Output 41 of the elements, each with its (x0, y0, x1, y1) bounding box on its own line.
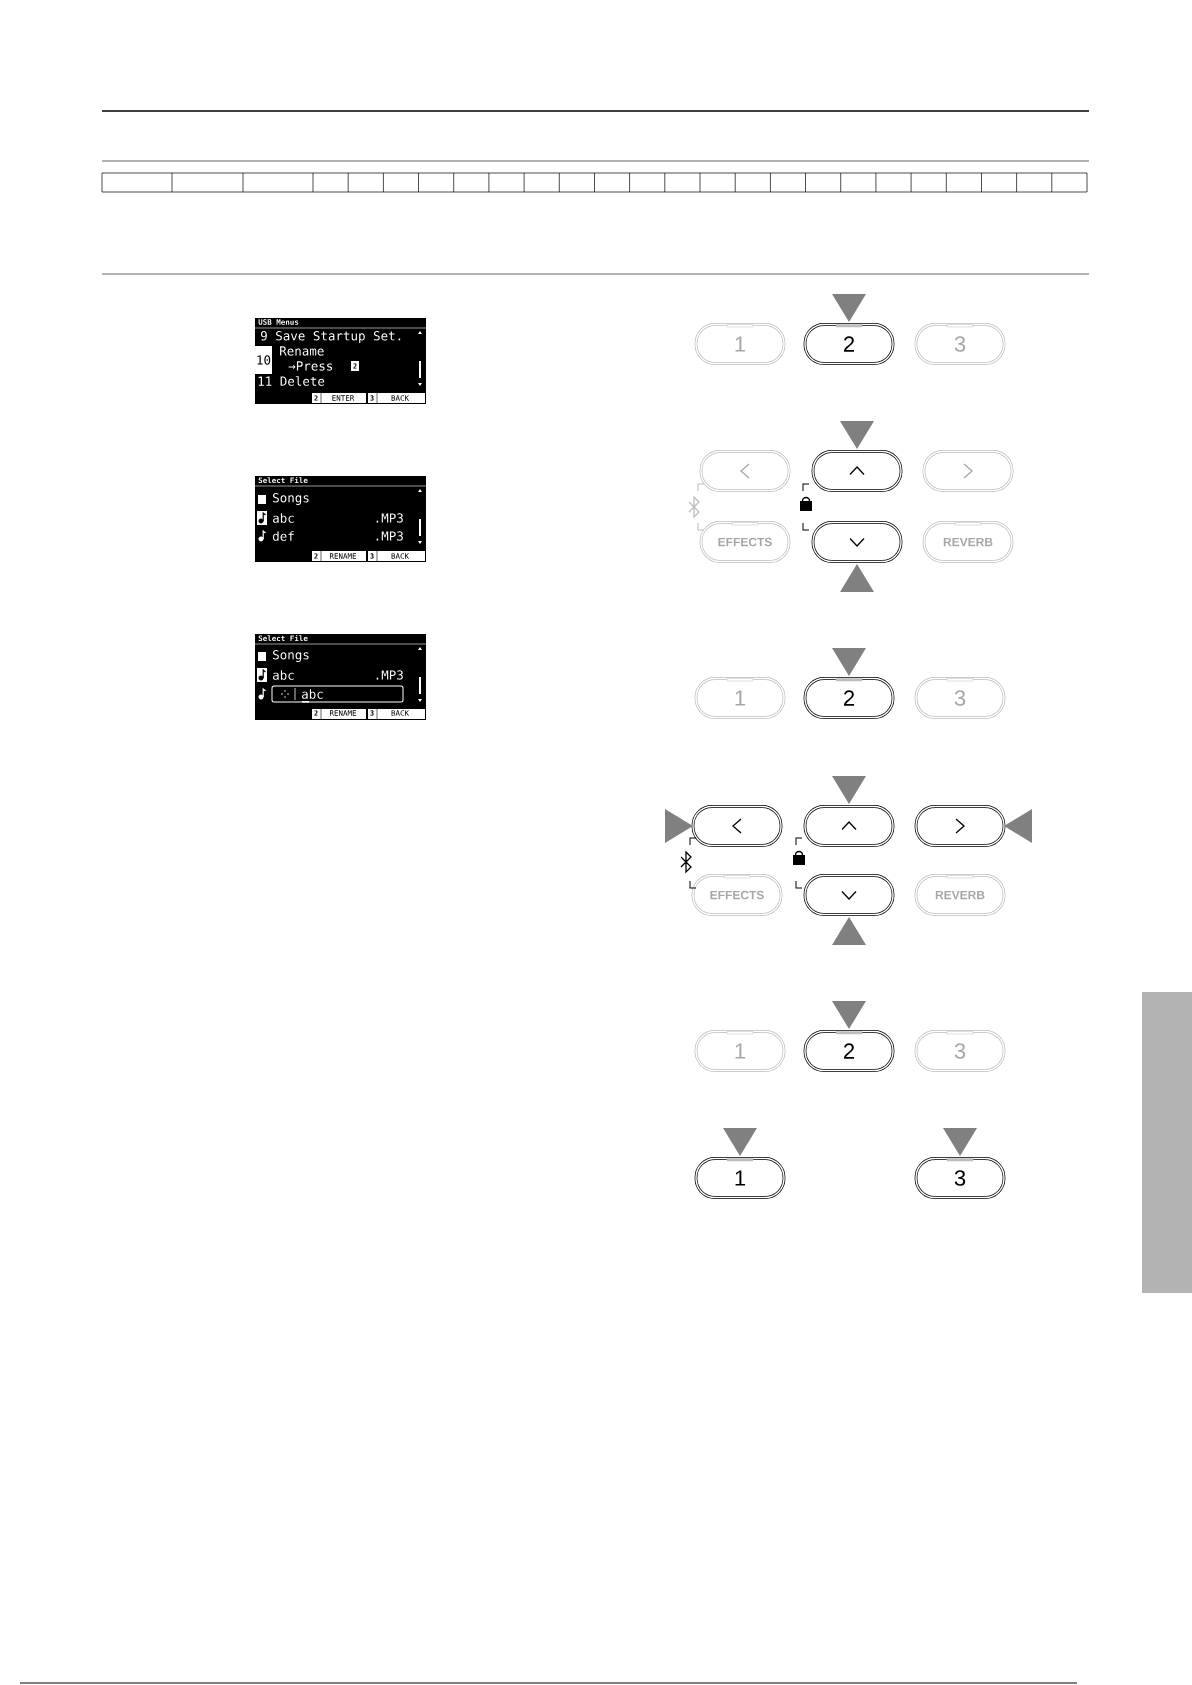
button: 3 (914, 323, 1006, 365)
screen-text: 9 Save Startup Set. (260, 331, 401, 343)
arrow-button (803, 874, 895, 916)
screen-text: 10 (257, 355, 271, 365)
button: EFFECTS (691, 874, 783, 916)
button: REVERB (914, 874, 1006, 916)
screen-text: .MP3 (376, 531, 403, 541)
lcd-screen (254, 476, 427, 562)
screen-text: .MP3 (376, 513, 403, 523)
screen-text: 11 Delete (258, 376, 325, 386)
screen-text: Rename (280, 346, 324, 356)
button: 3 (914, 1030, 1006, 1072)
button: 3 (914, 677, 1006, 719)
arrow-button (691, 805, 783, 847)
button: 1 (694, 677, 786, 719)
screen-text: .MP3 (376, 670, 403, 680)
side-tab (1142, 992, 1192, 1293)
button: 1 (694, 1157, 786, 1199)
arrow-button (699, 450, 791, 492)
lcd-screen (254, 318, 427, 404)
button: 2 (803, 677, 895, 719)
screen-text: abc (302, 689, 323, 699)
lcd-screen (254, 634, 427, 720)
arrow-button (811, 450, 903, 492)
arrow-button (811, 521, 903, 563)
arrow-button (922, 450, 1014, 492)
screen-text: abc (273, 670, 294, 680)
screen-text: abc (273, 513, 294, 523)
button: REVERB (922, 521, 1014, 563)
screen-text: Songs (273, 650, 309, 662)
arrow-button (914, 805, 1006, 847)
button: 3 (914, 1157, 1006, 1199)
screen-text: Songs (273, 493, 309, 505)
button: 2 (803, 1030, 895, 1072)
screen-text: →Press (288, 361, 333, 371)
screen-text: def (272, 531, 294, 541)
button: 1 (694, 1030, 786, 1072)
button: 1 (694, 323, 786, 365)
button: EFFECTS (699, 521, 791, 563)
arrow-button (803, 805, 895, 847)
button: 2 (803, 323, 895, 365)
